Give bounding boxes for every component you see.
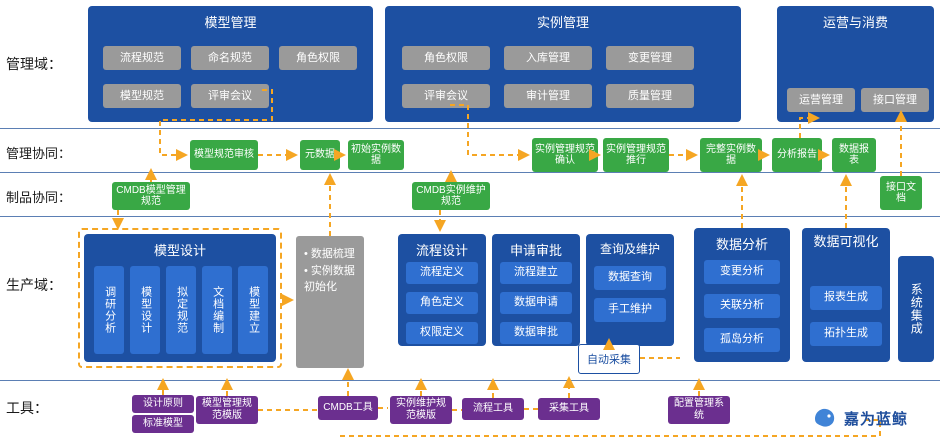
panel-data-analysis[interactable]: 数据分析 变更分析 关联分析 孤岛分析 <box>694 228 790 362</box>
tool-cmdb-tool[interactable]: CMDB工具 <box>318 396 378 420</box>
chip-process-design-0[interactable]: 流程定义 <box>406 262 478 284</box>
panel-model-design-title: 模型设计 <box>153 243 206 258</box>
green-instance-mgmt-spec-exec[interactable]: 实例管理规范推行 <box>603 138 669 172</box>
panel-data-analysis-title: 数据分析 <box>715 237 768 252</box>
chip-model-design-3[interactable]: 文档编制 <box>202 266 232 354</box>
chip-instance-mgmt-3[interactable]: 评审会议 <box>402 84 490 108</box>
panel-model-design[interactable]: 模型设计 调研分析 模型设计 拟定规范 文档编制 模型建立 <box>84 234 276 362</box>
panel-ops-consume-title: 运营与消费 <box>822 15 888 30</box>
tool-instance-maintain-spec-template[interactable]: 实例维护规范模版 <box>390 396 452 424</box>
chip-apply-approve-2[interactable]: 数据审批 <box>500 322 572 344</box>
tool-process-tool[interactable]: 流程工具 <box>462 398 524 420</box>
green-analysis-report[interactable]: 分析报告 <box>772 138 822 172</box>
tool-design-principle[interactable]: 设计原则 <box>132 395 194 413</box>
chip-instance-mgmt-4[interactable]: 审计管理 <box>504 84 592 108</box>
brand-name: 嘉为蓝鲸 <box>844 410 909 428</box>
separator-production <box>0 380 940 381</box>
chip-ops-consume-0[interactable]: 运营管理 <box>787 88 855 112</box>
chip-data-visual-0[interactable]: 报表生成 <box>810 286 882 310</box>
chip-data-analysis-1[interactable]: 关联分析 <box>704 294 780 318</box>
chip-model-design-1[interactable]: 模型设计 <box>130 266 160 354</box>
chip-model-design-4[interactable]: 模型建立 <box>238 266 268 354</box>
panel-apply-approve-title: 申请审批 <box>509 243 562 258</box>
chip-data-visual-1[interactable]: 拓扑生成 <box>810 322 882 346</box>
panel-model-mgmt[interactable]: 模型管理 流程规范 命名规范 角色权限 模型规范 评审会议 <box>88 6 373 122</box>
green-model-spec-review[interactable]: 模型规范审核 <box>190 140 258 170</box>
chip-model-mgmt-3[interactable]: 模型规范 <box>103 84 181 108</box>
chip-process-design-2[interactable]: 权限定义 <box>406 322 478 344</box>
panel-query-maintain-title: 查询及维护 <box>599 242 660 256</box>
row-label-production-domain: 生产域： <box>6 277 62 293</box>
chip-model-mgmt-4[interactable]: 评审会议 <box>191 84 269 108</box>
separator-product <box>0 216 940 217</box>
separator-collab <box>0 172 940 173</box>
chip-instance-mgmt-2[interactable]: 变更管理 <box>606 46 694 70</box>
row-label-tools: 工具： <box>6 400 48 416</box>
separator-management <box>0 128 940 129</box>
row-label-product-collab: 制品协同： <box>6 190 72 205</box>
chip-model-design-0[interactable]: 调研分析 <box>94 266 124 354</box>
chip-model-mgmt-2[interactable]: 角色权限 <box>279 46 357 70</box>
green-cmdb-model-mgmt-spec[interactable]: CMDB模型管理规范 <box>112 182 190 210</box>
panel-apply-approve[interactable]: 申请审批 流程建立 数据申请 数据审批 <box>492 234 580 346</box>
chip-apply-approve-1[interactable]: 数据申请 <box>500 292 572 314</box>
chip-instance-mgmt-0[interactable]: 角色权限 <box>402 46 490 70</box>
auto-collect-box[interactable]: 自动采集 <box>578 344 640 374</box>
chip-instance-mgmt-1[interactable]: 入库管理 <box>504 46 592 70</box>
panel-data-visual[interactable]: 数据可视化 报表生成 拓扑生成 <box>802 228 890 362</box>
chip-process-design-1[interactable]: 角色定义 <box>406 292 478 314</box>
chip-query-maintain-0[interactable]: 数据查询 <box>594 266 666 290</box>
chip-data-analysis-0[interactable]: 变更分析 <box>704 260 780 284</box>
row-label-management-collab: 管理协同： <box>6 146 72 161</box>
panel-process-design-title: 流程设计 <box>415 243 468 258</box>
panel-sys-integration-title: 系统集成 <box>909 283 924 335</box>
tool-collect-tool[interactable]: 采集工具 <box>538 398 600 420</box>
green-init-instance-data[interactable]: 初始实例数据 <box>348 140 404 170</box>
row-label-management-domain: 管理域： <box>6 56 62 72</box>
panel-model-mgmt-title: 模型管理 <box>204 15 257 30</box>
chip-apply-approve-0[interactable]: 流程建立 <box>500 262 572 284</box>
whale-logo-icon <box>815 408 835 427</box>
green-metadata[interactable]: 元数据 <box>300 140 340 170</box>
chip-query-maintain-1[interactable]: 手工维护 <box>594 298 666 322</box>
panel-process-design[interactable]: 流程设计 流程定义 角色定义 权限定义 <box>398 234 486 346</box>
chip-ops-consume-1[interactable]: 接口管理 <box>861 88 929 112</box>
panel-data-visual-title: 数据可视化 <box>813 234 879 249</box>
brand-logo: 嘉为蓝鲸 <box>812 405 908 431</box>
model-design-dashed-frame <box>78 228 282 368</box>
tool-standard-model[interactable]: 标准模型 <box>132 415 194 433</box>
green-instance-mgmt-spec-confirm[interactable]: 实例管理规范确认 <box>532 138 598 172</box>
green-data-report[interactable]: 数据报表 <box>832 138 876 172</box>
chip-data-analysis-2[interactable]: 孤岛分析 <box>704 328 780 352</box>
chip-instance-mgmt-5[interactable]: 质量管理 <box>606 84 694 108</box>
panel-sys-integration[interactable]: 系统集成 <box>898 256 934 362</box>
green-complete-instance-data[interactable]: 完整实例数据 <box>700 138 762 172</box>
chip-model-mgmt-1[interactable]: 命名规范 <box>191 46 269 70</box>
grey-box-data-combing: • 数据梳理 • 实例数据初始化 <box>296 236 364 368</box>
panel-instance-mgmt-title: 实例管理 <box>536 15 589 30</box>
tool-config-mgmt-system[interactable]: 配置管理系统 <box>668 396 730 424</box>
tool-model-mgmt-spec-template[interactable]: 模型管理规范模版 <box>196 396 258 424</box>
green-cmdb-instance-maintain-spec[interactable]: CMDB实例维护规范 <box>412 182 490 210</box>
grey-box-line-0: • 数据梳理 <box>304 248 355 260</box>
chip-model-mgmt-0[interactable]: 流程规范 <box>103 46 181 70</box>
panel-ops-consume[interactable]: 运营与消费 运营管理 接口管理 <box>777 6 934 122</box>
grey-box-line-1: • 实例数据初始化 <box>304 264 355 294</box>
chip-model-design-2[interactable]: 拟定规范 <box>166 266 196 354</box>
green-interface-doc[interactable]: 接口文档 <box>880 176 922 210</box>
panel-query-maintain[interactable]: 查询及维护 数据查询 手工维护 <box>586 234 674 346</box>
panel-instance-mgmt[interactable]: 实例管理 角色权限 入库管理 变更管理 评审会议 审计管理 质量管理 <box>385 6 741 122</box>
